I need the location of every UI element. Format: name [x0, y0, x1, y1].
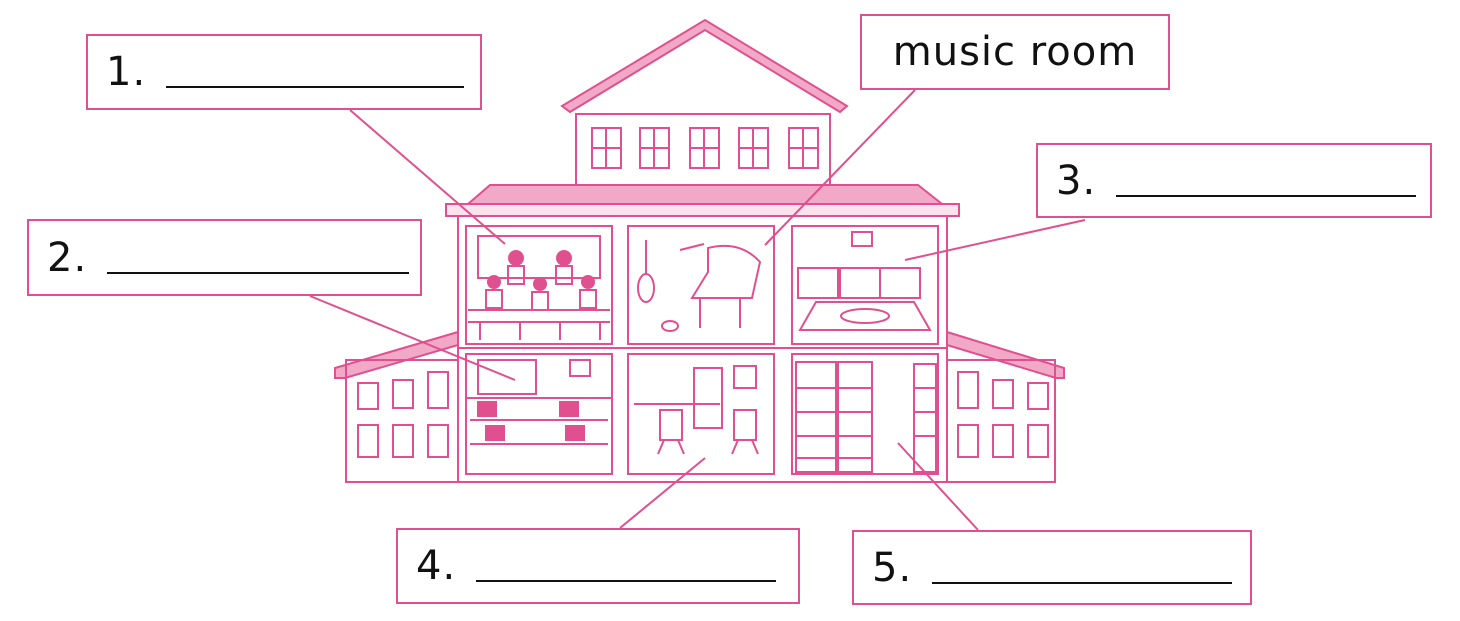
label-3: 3.: [1036, 143, 1432, 218]
right-wing-wall: [946, 359, 1056, 483]
label-1: 1.: [86, 34, 482, 110]
room-library: [791, 353, 939, 475]
attic-windows: [591, 127, 819, 169]
label-connectors: [309, 89, 1086, 531]
main-roof: [465, 184, 945, 205]
label-5: 5.: [852, 530, 1252, 605]
label-text: music room: [892, 29, 1138, 75]
left-wing-wall: [345, 359, 459, 483]
attic-roof: [560, 18, 849, 114]
room-music: [627, 225, 775, 345]
label-2: 2.: [27, 219, 422, 296]
answer-blank[interactable]: [476, 576, 777, 582]
room-computer: [465, 353, 613, 475]
room-art: [627, 353, 775, 475]
label-music-room: music room: [860, 14, 1170, 90]
label-number: 3.: [1056, 157, 1097, 204]
label-number: 5.: [872, 544, 913, 591]
right-wing-windows: [957, 371, 1049, 458]
roof-eave: [445, 203, 960, 217]
answer-blank[interactable]: [107, 268, 410, 274]
label-number: 4.: [416, 543, 457, 589]
room-gym: [791, 225, 939, 345]
label-4: 4.: [396, 528, 800, 604]
answer-blank[interactable]: [932, 578, 1233, 584]
answer-blank[interactable]: [1116, 191, 1417, 197]
answer-blank[interactable]: [166, 82, 465, 88]
left-wing-windows: [357, 371, 449, 458]
room-classroom: [465, 225, 613, 345]
label-number: 1.: [106, 49, 147, 95]
label-number: 2.: [47, 234, 88, 281]
